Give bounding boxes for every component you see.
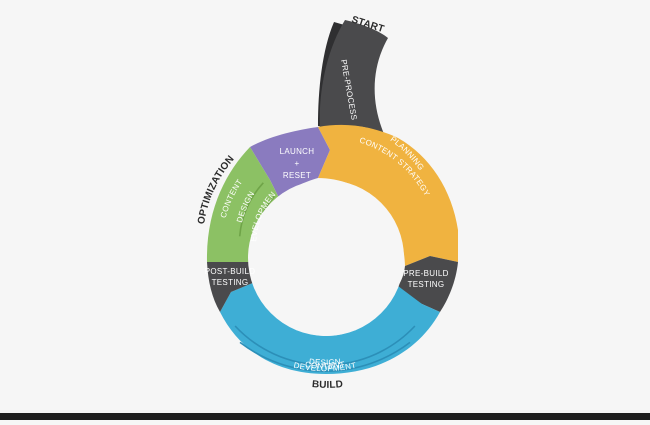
post-build-label-2: TESTING (212, 278, 249, 287)
launch-reset-segment (250, 127, 330, 200)
build-divider-2 (239, 341, 411, 372)
post-build-testing-segment (207, 262, 255, 312)
build-label: BUILD (311, 379, 343, 391)
optimization-divider-1 (238, 182, 264, 237)
build-design-label: DESIGN (309, 357, 342, 367)
reset-label: RESET (283, 171, 311, 180)
pre-build-label-1: PRE-BUILD (403, 269, 448, 278)
build-development-label: DEVELOPMENT (293, 361, 357, 373)
bottom-bar (0, 413, 650, 420)
cycle-center-hole (248, 180, 404, 336)
build-divider-1 (234, 325, 416, 366)
pre-build-label-2: TESTING (408, 280, 445, 289)
post-build-label-1: POST-BUILD (205, 267, 256, 276)
build-segment (220, 282, 440, 374)
build-content-label: CONTENT (304, 360, 345, 371)
pre-process-tail (319, 20, 388, 134)
launch-plus-label: + (295, 159, 300, 168)
optimization-segment (206, 147, 280, 262)
launch-label: LAUNCH (280, 147, 315, 156)
planning-segment (318, 124, 458, 267)
